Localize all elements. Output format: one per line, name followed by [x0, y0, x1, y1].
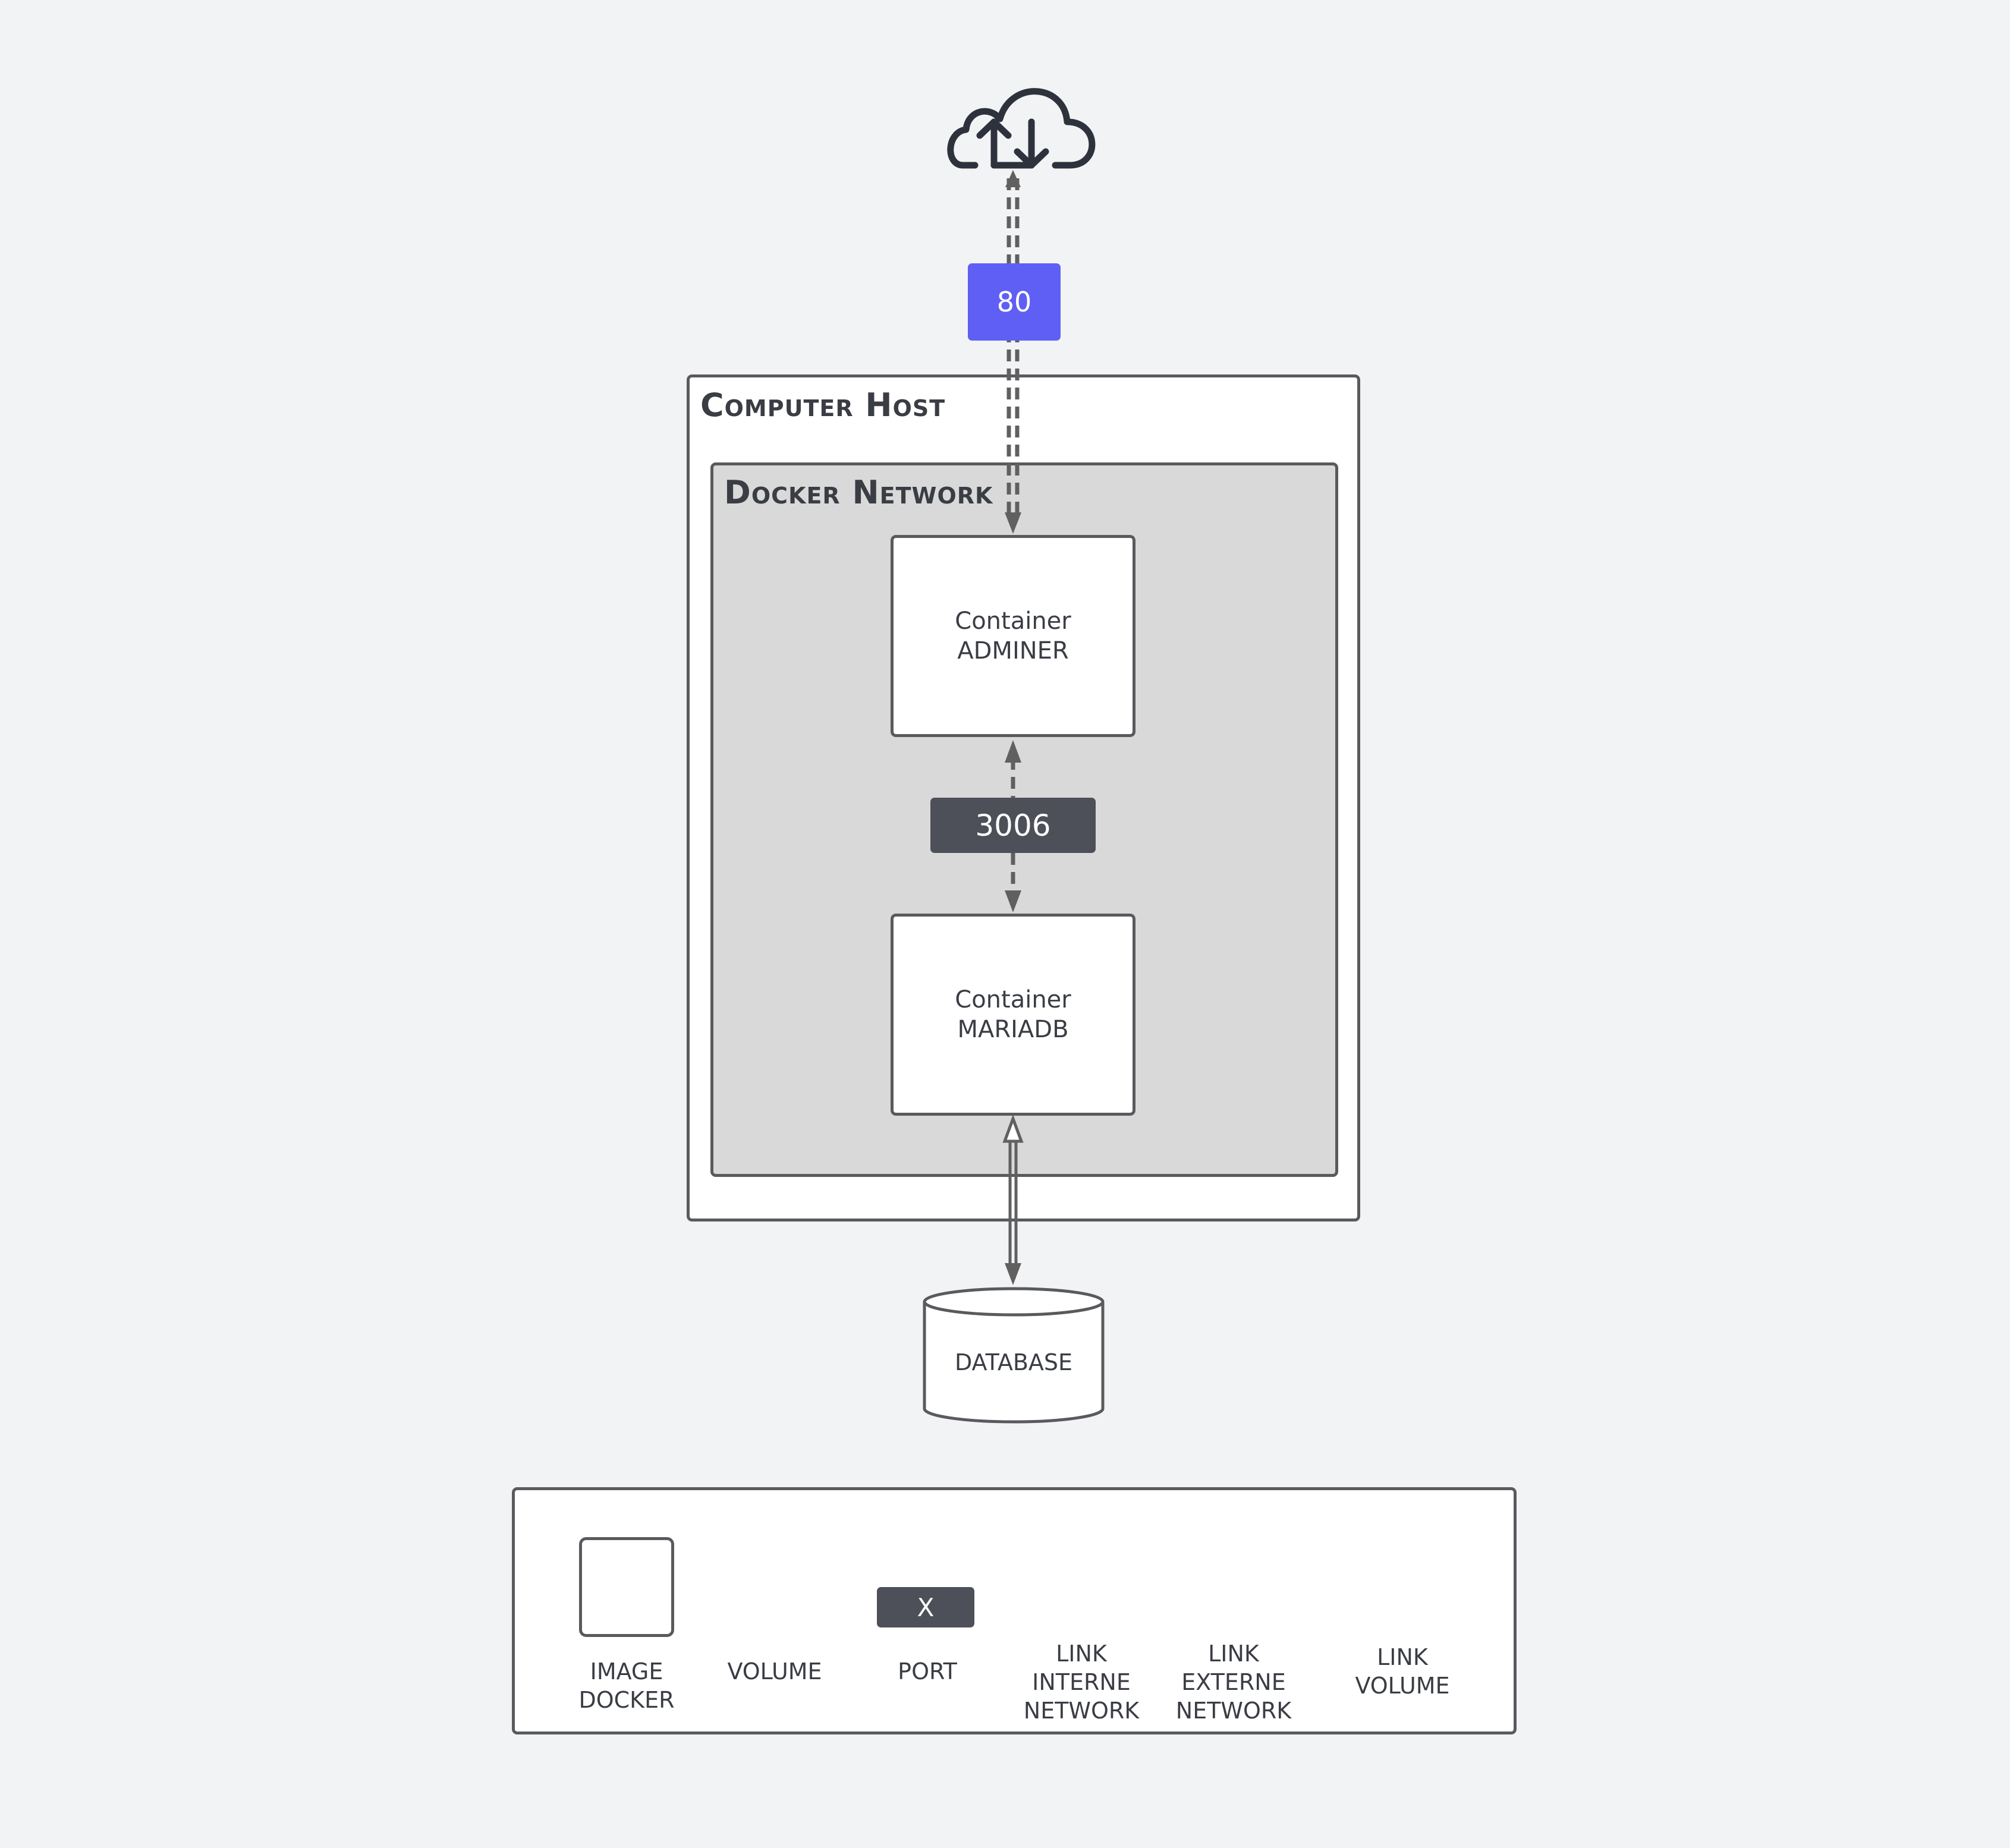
volume-link [1002, 1114, 1024, 1285]
legend-port-label-line1: PORT [898, 1658, 957, 1685]
legend-port-label: PORT [850, 1657, 1005, 1686]
external-link-arrow-down [1005, 512, 1021, 534]
legend-volume-label-line1: VOLUME [727, 1658, 822, 1685]
container-adminer-type: Container [955, 607, 1071, 635]
legend-image-icon [579, 1537, 674, 1637]
port-3006-badge[interactable]: 3006 [930, 798, 1096, 853]
legend-image-label: IMAGE DOCKER [549, 1657, 704, 1714]
legend-link-external-line1: LINK [1208, 1641, 1259, 1667]
volume-link-arrow-up [1002, 1114, 1024, 1143]
external-link-arrow-up [1005, 170, 1021, 187]
legend-link-external-label: LINK EXTERNE NETWORK [1156, 1639, 1311, 1725]
computer-host-title: Computer Host [700, 386, 946, 424]
internal-link-arrow-down [1005, 890, 1021, 912]
container-mariadb-type: Container [955, 986, 1071, 1013]
legend-link-internal-line2: INTERNE [1032, 1669, 1131, 1695]
container-mariadb[interactable]: Container MARIADB [891, 914, 1135, 1116]
internal-link-arrow-up [1005, 740, 1021, 763]
legend-link-volume-line2: VOLUME [1355, 1673, 1450, 1699]
docker-network-title: Docker Network [724, 474, 993, 511]
legend-volume-label: VOLUME [697, 1657, 852, 1686]
legend-link-volume-label: LINK VOLUME [1325, 1643, 1480, 1700]
legend-link-external-line2: EXTERNE [1181, 1669, 1286, 1695]
legend-link-external-line3: NETWORK [1175, 1698, 1292, 1724]
legend-link-internal-label: LINK INTERNE NETWORK [1004, 1639, 1159, 1725]
legend-link-internal-line3: NETWORK [1023, 1698, 1140, 1724]
port-80-badge[interactable]: 80 [968, 263, 1061, 341]
container-adminer[interactable]: Container ADMINER [891, 535, 1135, 737]
cloud-upload-download-icon [947, 88, 1096, 169]
external-link-80 [1005, 170, 1021, 534]
legend-link-internal-line1: LINK [1056, 1641, 1107, 1667]
legend-image-label-line1: IMAGE [590, 1658, 663, 1685]
legend-panel [512, 1487, 1517, 1734]
container-mariadb-name: MARIADB [957, 1016, 1069, 1043]
legend-image-label-line2: DOCKER [578, 1687, 675, 1713]
container-adminer-name: ADMINER [957, 637, 1069, 665]
legend-link-volume-line1: LINK [1377, 1644, 1428, 1670]
volume-link-arrow-down [1005, 1263, 1021, 1285]
legend-port-icon: X [877, 1587, 974, 1627]
database-cylinder-icon [923, 1287, 1105, 1424]
database-label: DATABASE [954, 1349, 1073, 1375]
